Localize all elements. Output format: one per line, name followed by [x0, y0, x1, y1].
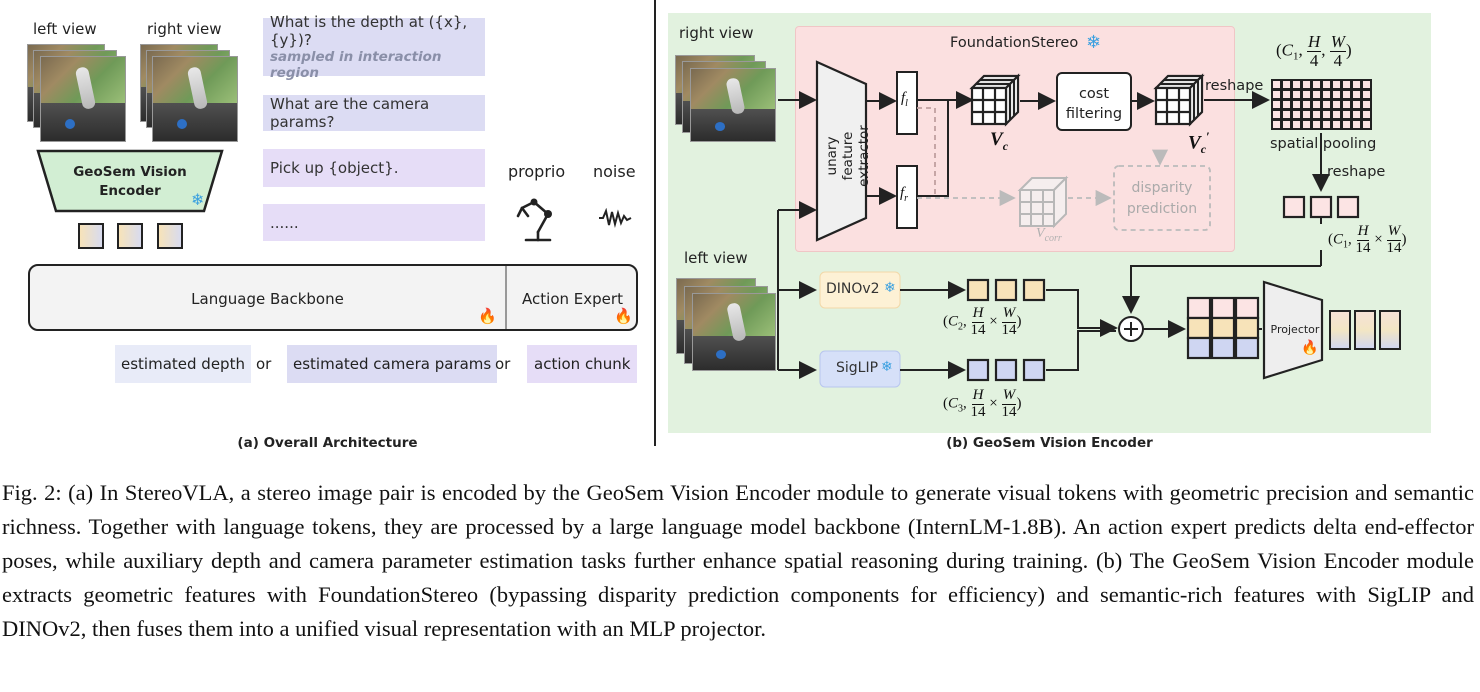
right-view-label: right view	[147, 20, 222, 38]
dino-tokens	[966, 278, 1046, 302]
cost-filtering-label: cost filtering	[1065, 86, 1123, 122]
unary-extractor-block	[815, 60, 868, 242]
flame-icon: 🔥	[614, 307, 633, 325]
v-c-label: Vc	[990, 129, 1009, 153]
spatial-pooling-label: spatial pooling	[1270, 136, 1377, 152]
foundation-stereo-region	[795, 26, 1235, 252]
prompt-depth: What is the depth at ({x}, {y})? sampled…	[263, 13, 485, 81]
output-camera: estimated camera params	[287, 345, 498, 383]
snowflake-icon: ❄	[1086, 32, 1102, 53]
robot-arm-icon	[516, 198, 552, 242]
prompt-depth-sub: sampled in interaction region	[270, 49, 442, 81]
reshape-label-2: reshape	[1327, 164, 1386, 180]
right-view-label-b: right view	[679, 24, 754, 42]
backbone-bar	[28, 264, 638, 331]
visual-token	[157, 223, 183, 249]
disparity-prediction-box	[1113, 165, 1211, 231]
output-or-1: or	[256, 355, 272, 373]
plus-circle-icon	[1118, 316, 1144, 342]
siglip-label: SigLIP	[836, 360, 879, 376]
noise-wave-icon	[599, 208, 632, 228]
output-depth: estimated depth	[115, 345, 251, 383]
siglip-tokens	[966, 358, 1046, 382]
left-view-label: left view	[33, 20, 97, 38]
disparity-prediction-label: disparity prediction	[1126, 180, 1198, 217]
prompt-ellipsis: ......	[263, 204, 485, 241]
language-backbone-label: Language Backbone	[191, 290, 344, 308]
encoder-diagram	[777, 60, 1401, 388]
projector-label: Projector	[1270, 323, 1320, 336]
v-c-prime-label: Vc′	[1188, 129, 1210, 157]
v-c-cube	[969, 73, 1021, 127]
noise-label: noise	[593, 162, 636, 181]
left-view-label-b: left view	[684, 249, 748, 267]
visual-token	[78, 223, 104, 249]
panel-b-caption: (b) GeoSem Vision Encoder	[946, 435, 1153, 451]
reshape-label-1: reshape	[1205, 78, 1264, 94]
action-expert-label: Action Expert	[522, 290, 623, 308]
geosem-encoder-block	[36, 149, 224, 213]
panel-a-caption: (a) Overall Architecture	[237, 435, 418, 451]
unary-extractor-label: unary feature extractor	[824, 125, 872, 187]
prompt-pickup: Pick up {object}.	[263, 149, 485, 187]
prompt-ellipsis-text: ......	[270, 213, 299, 232]
f-l-label: fl	[901, 90, 908, 109]
f-l-box	[896, 71, 918, 135]
prompt-depth-text: What is the depth at ({x}, {y})?	[270, 13, 468, 49]
output-action: action chunk	[527, 345, 638, 383]
pooled-tokens	[1282, 195, 1360, 219]
backbone-divider	[505, 266, 507, 329]
figure-caption: Fig. 2: (a) In StereoVLA, a stereo image…	[2, 480, 1474, 641]
snowflake-icon: ❄	[191, 190, 205, 209]
output-or-2: or	[495, 355, 511, 373]
fused-tokens	[1186, 296, 1260, 360]
proprio-label: proprio	[508, 162, 566, 181]
v-corr-cube	[1017, 175, 1069, 229]
foundation-stereo-label: FoundationStereo	[950, 35, 1079, 51]
panel-separator	[654, 0, 656, 446]
prompt-pickup-text: Pick up {object}.	[270, 159, 399, 177]
spatial-feature-grid	[1271, 79, 1372, 130]
prompt-camera-text: What are the camera params?	[270, 95, 430, 131]
snowflake-icon: ❄	[881, 359, 893, 375]
v-corr-label: Vcorr	[1036, 226, 1062, 244]
visual-token	[117, 223, 143, 249]
output-tokens	[1329, 310, 1401, 350]
dinov2-label: DINOv2	[826, 281, 880, 297]
encoder-label: GeoSem Vision Encoder	[73, 164, 187, 199]
projector-block	[1262, 280, 1324, 380]
prompt-camera: What are the camera params?	[263, 95, 485, 131]
f-r-label: fr	[900, 185, 909, 204]
flame-icon: 🔥	[1301, 340, 1319, 356]
v-c-prime-cube	[1153, 73, 1205, 127]
flame-icon: 🔥	[478, 307, 497, 325]
snowflake-icon: ❄	[884, 280, 896, 296]
